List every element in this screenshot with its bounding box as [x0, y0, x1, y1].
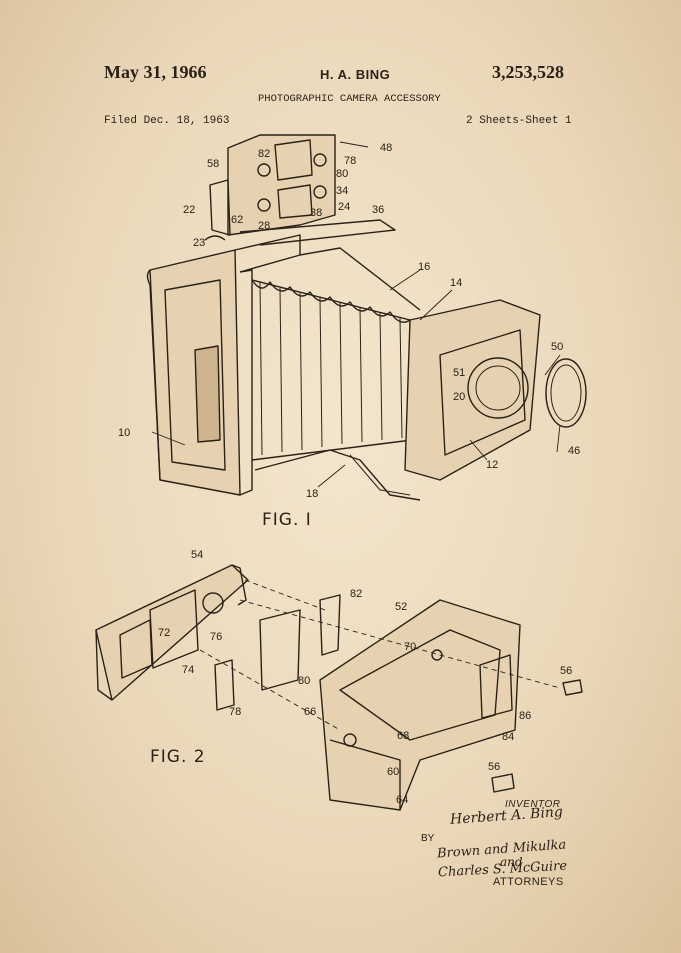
attorney-and: and — [500, 855, 523, 869]
ref-66: 66 — [304, 706, 316, 718]
ref-68: 68 — [397, 730, 409, 742]
ref-76: 76 — [210, 631, 222, 643]
exploded-illustration — [95, 564, 583, 811]
inventor-header: H. A. BING — [320, 67, 391, 82]
ref-20: 20 — [453, 391, 465, 403]
ref-56a: 56 — [560, 665, 572, 677]
ref-10: 10 — [118, 427, 130, 439]
ref-46: 46 — [568, 445, 580, 457]
fig1-caption: FIG. I — [262, 510, 312, 530]
ref-80: 80 — [336, 168, 348, 180]
ref-80b: 80 — [298, 675, 310, 687]
ref-56b: 56 — [488, 761, 500, 773]
filed-date: Filed Dec. 18, 1963 — [104, 115, 230, 127]
ref-82: 82 — [258, 148, 270, 160]
ref-34: 34 — [336, 185, 348, 197]
ref-70: 70 — [404, 641, 416, 653]
ref-64: 64 — [396, 794, 408, 806]
ref-62: 62 — [231, 214, 243, 226]
by-label: BY — [421, 833, 435, 844]
ref-14: 14 — [450, 277, 462, 289]
ref-72: 72 — [158, 627, 170, 639]
ref-48: 48 — [380, 142, 392, 154]
fig2-reference-numerals: 54 82 52 72 76 70 56 74 80 78 86 66 84 6… — [158, 549, 572, 806]
ref-38: 38 — [310, 207, 322, 219]
ref-84: 84 — [502, 731, 514, 743]
attorneys-label: ATTORNEYS — [493, 876, 564, 888]
ref-51: 51 — [453, 367, 465, 379]
camera-illustration — [146, 134, 587, 501]
inventor-label: INVENTOR — [505, 799, 561, 810]
ref-74: 74 — [182, 664, 194, 676]
ref-18: 18 — [306, 488, 318, 500]
ref-86: 86 — [519, 710, 531, 722]
ref-16: 16 — [418, 261, 430, 273]
patent-number: 3,253,528 — [492, 62, 564, 82]
ref-58: 58 — [207, 158, 219, 170]
fig1-reference-numerals: 48 82 78 58 80 34 22 62 28 38 24 36 23 1… — [118, 142, 580, 500]
ref-22: 22 — [183, 204, 195, 216]
ref-78: 78 — [344, 155, 356, 167]
ref-82b: 82 — [350, 588, 362, 600]
ref-12: 12 — [486, 459, 498, 471]
ref-36: 36 — [372, 204, 384, 216]
ref-78b: 78 — [229, 706, 241, 718]
patent-date: May 31, 1966 — [104, 62, 207, 82]
patent-title: PHOTOGRAPHIC CAMERA ACCESSORY — [258, 93, 441, 105]
ref-52: 52 — [395, 601, 407, 613]
ref-50: 50 — [551, 341, 563, 353]
fig2-caption: FIG. 2 — [150, 747, 206, 767]
ref-60: 60 — [387, 766, 399, 778]
ref-23: 23 — [193, 237, 205, 249]
ref-24: 24 — [338, 201, 350, 213]
ref-54: 54 — [191, 549, 203, 561]
sheet-count: 2 Sheets-Sheet 1 — [466, 115, 572, 127]
ref-28: 28 — [258, 220, 270, 232]
